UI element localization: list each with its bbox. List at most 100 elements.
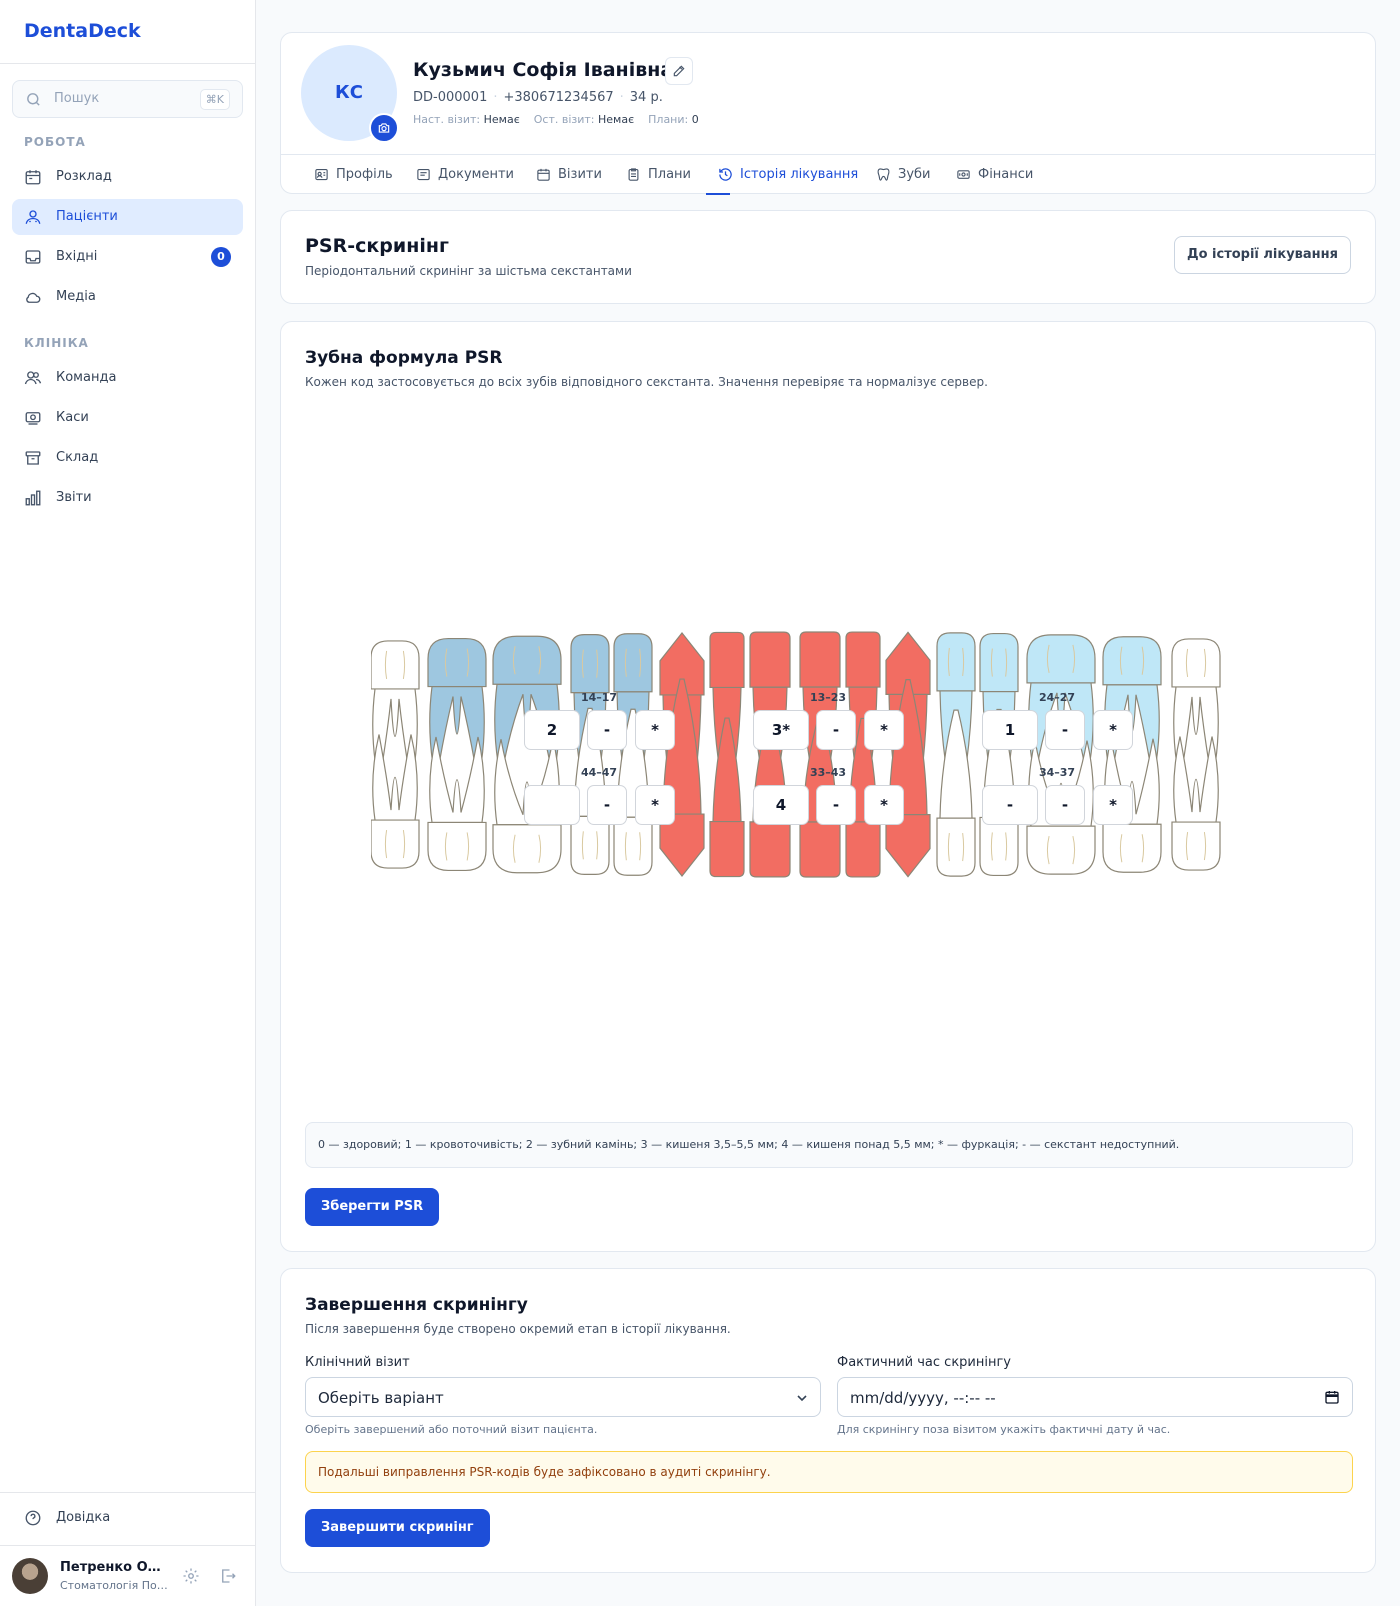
psr-code-input[interactable]	[524, 785, 580, 825]
sextant-unavailable-toggle[interactable]: -	[1045, 785, 1085, 825]
tooth-crown	[492, 824, 562, 874]
tooth-groove	[1185, 648, 1189, 678]
logout-icon[interactable]	[219, 1567, 237, 1585]
sidebar-item-label: Каси	[56, 410, 89, 425]
search-input[interactable]: Пошук	[54, 91, 100, 106]
furcation-toggle[interactable]: *	[1093, 785, 1133, 825]
tooth-groove	[1046, 836, 1050, 865]
screening-datetime-input[interactable]: mm/dd/yyyy, --:-- --	[837, 1377, 1353, 1417]
psr-code-input[interactable]: 1	[982, 710, 1038, 750]
furcation-toggle[interactable]: *	[635, 710, 675, 750]
search-box[interactable]: Пошук ⌘K	[12, 80, 243, 118]
psr-code-input[interactable]: -	[982, 785, 1038, 825]
upper-tooth[interactable]	[1171, 638, 1221, 783]
settings-gear-icon[interactable]	[182, 1567, 200, 1585]
sidebar-item-media[interactable]: Медіа	[12, 279, 243, 315]
shortcut-hint: ⌘K	[199, 89, 230, 110]
plans-label: Плани:	[648, 113, 689, 126]
lower-tooth[interactable]	[936, 709, 976, 877]
lower-tooth[interactable]	[659, 678, 705, 878]
psr-code-input[interactable]: 3*	[753, 710, 809, 750]
tooth-groove	[1072, 644, 1076, 673]
sextant-unavailable-toggle[interactable]: -	[816, 785, 856, 825]
tooth-groove	[538, 646, 542, 675]
tooth-groove	[990, 832, 993, 861]
sextant-unavailable-toggle[interactable]: -	[816, 710, 856, 750]
tooth-crown	[427, 821, 487, 872]
sextant-unavailable-toggle[interactable]: -	[587, 785, 627, 825]
lower-tooth[interactable]	[1171, 736, 1221, 871]
cash-register-icon	[25, 412, 41, 425]
next-visit-value: Немає	[483, 113, 520, 126]
save-psr-button[interactable]: Зберегти PSR	[305, 1188, 440, 1226]
clipboard-icon	[628, 168, 639, 181]
tooth-groove	[538, 834, 542, 863]
tooth-groove	[596, 831, 599, 860]
sidebar-item-team[interactable]: Команда	[12, 360, 243, 396]
tooth-crown	[709, 820, 745, 878]
tooth-groove	[639, 832, 642, 861]
sidebar-item-warehouse[interactable]: Склад	[12, 440, 243, 476]
sidebar-item-help[interactable]: Довідка	[12, 1500, 243, 1536]
sidebar-item-cash[interactable]: Каси	[12, 400, 243, 436]
sextant-unavailable-toggle[interactable]: -	[1045, 710, 1085, 750]
tooth-groove	[384, 650, 388, 680]
section-title: Зубна формула PSR	[305, 348, 503, 368]
upper-tooth[interactable]	[427, 637, 487, 782]
inbox-count-badge: 0	[211, 247, 231, 267]
sidebar-item-reports[interactable]: Звіти	[12, 480, 243, 516]
sidebar-item-patients[interactable]: Пацієнти	[12, 199, 243, 235]
audit-warning: Подальші виправлення PSR-кодів буде зафі…	[305, 1451, 1353, 1493]
lower-tooth[interactable]	[371, 734, 420, 869]
user-name: Петренко Олександр	[60, 1560, 168, 1575]
upper-tooth[interactable]	[371, 640, 420, 785]
user-role: Стоматологія Поділля	[60, 1579, 168, 1592]
brand-logo[interactable]: DentaDeck	[24, 20, 141, 42]
last-visit-value: Немає	[598, 113, 635, 126]
tooth-root	[372, 734, 418, 821]
sidebar-item-inbox[interactable]: Вхідні 0	[12, 239, 243, 275]
psr-code-input[interactable]: 2	[524, 710, 580, 750]
upload-photo-button[interactable]	[369, 113, 399, 143]
user-avatar[interactable]	[12, 1558, 48, 1594]
tab-label: Документи	[438, 167, 514, 182]
divider	[0, 63, 255, 64]
tooth-groove	[962, 647, 965, 676]
calendar-icon	[25, 170, 41, 185]
clinical-visit-select[interactable]: Оберіть варіант	[305, 1377, 821, 1417]
tooth-crown	[613, 633, 653, 693]
tooth-crown	[936, 817, 976, 877]
lower-tooth[interactable]	[885, 679, 931, 878]
tooth-groove	[947, 833, 950, 862]
tooth-crown	[979, 816, 1019, 877]
tooth-root	[429, 736, 485, 824]
furcation-toggle[interactable]: *	[1093, 710, 1133, 750]
sextant-unavailable-toggle[interactable]: -	[587, 710, 627, 750]
tooth-crown	[845, 631, 881, 688]
calendar-picker-icon[interactable]	[1324, 1389, 1340, 1405]
patient-name: Кузьмич Софія Іванівна	[413, 59, 674, 81]
tooth-groove	[596, 649, 599, 678]
furcation-toggle[interactable]: *	[635, 785, 675, 825]
tooth-crown	[709, 631, 745, 689]
sidebar-item-schedule[interactable]: Розклад	[12, 159, 243, 195]
patient-meta: DD-000001·+380671234567·34 р.	[413, 90, 663, 105]
tab-label: Фінанси	[978, 167, 1034, 182]
tooth-groove	[1185, 831, 1189, 861]
search-icon	[27, 93, 40, 106]
patients-icon	[25, 210, 41, 224]
help-icon	[25, 1510, 41, 1526]
edit-patient-button[interactable]	[665, 57, 693, 85]
lower-tooth[interactable]	[427, 736, 487, 872]
finish-screening-button[interactable]: Завершити скринінг	[305, 1509, 490, 1547]
tooth-groove	[444, 832, 448, 861]
psr-code-input[interactable]: 4	[753, 785, 809, 825]
sidebar-item-label: Склад	[56, 450, 99, 465]
back-to-history-button[interactable]: До історії лікування	[1174, 236, 1351, 274]
divider	[0, 1545, 255, 1546]
furcation-toggle[interactable]: *	[864, 785, 904, 825]
tooth-groove	[1141, 834, 1145, 863]
furcation-toggle[interactable]: *	[864, 710, 904, 750]
lower-tooth[interactable]	[709, 717, 745, 878]
sidebar-item-label: Вхідні	[56, 249, 98, 264]
